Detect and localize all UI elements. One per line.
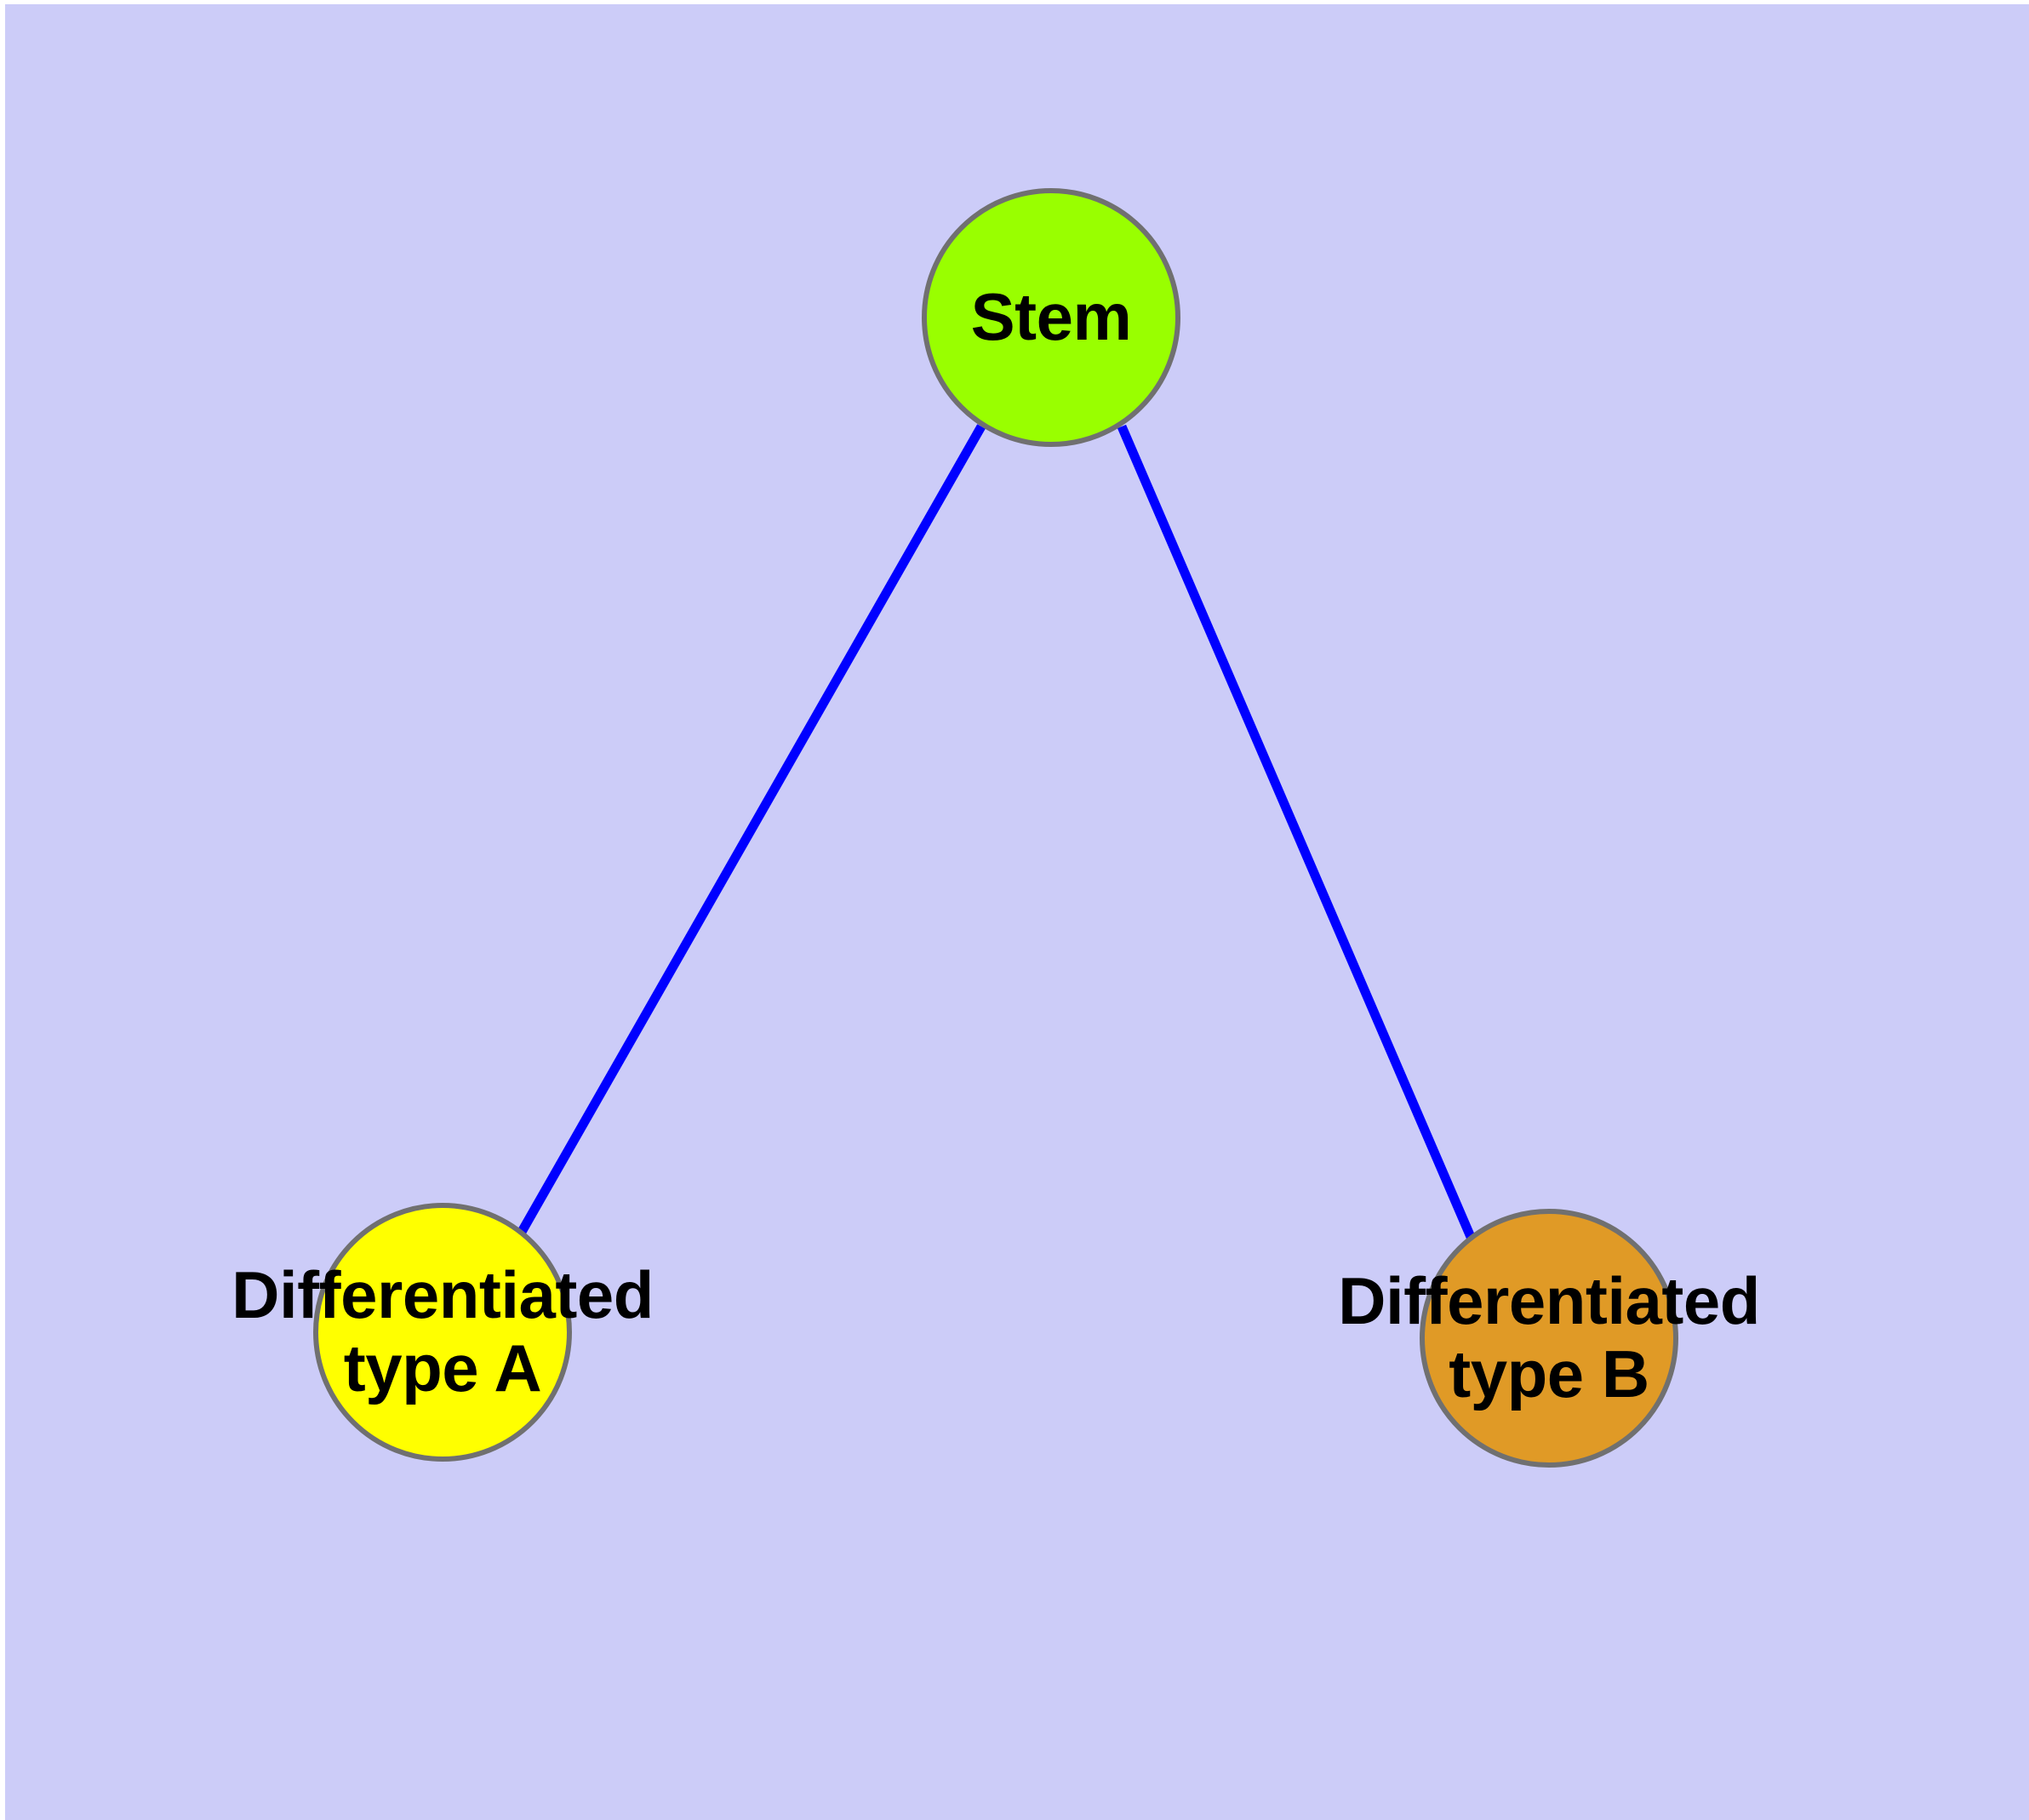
node-stem[interactable] xyxy=(922,188,1180,447)
edge-stem-to-differentiated-type-a xyxy=(517,424,986,1234)
edge-stem-to-differentiated-type-b xyxy=(1117,424,1476,1239)
node-differentiated-type-b[interactable] xyxy=(1420,1209,1678,1468)
node-differentiated-type-a[interactable] xyxy=(313,1203,572,1462)
